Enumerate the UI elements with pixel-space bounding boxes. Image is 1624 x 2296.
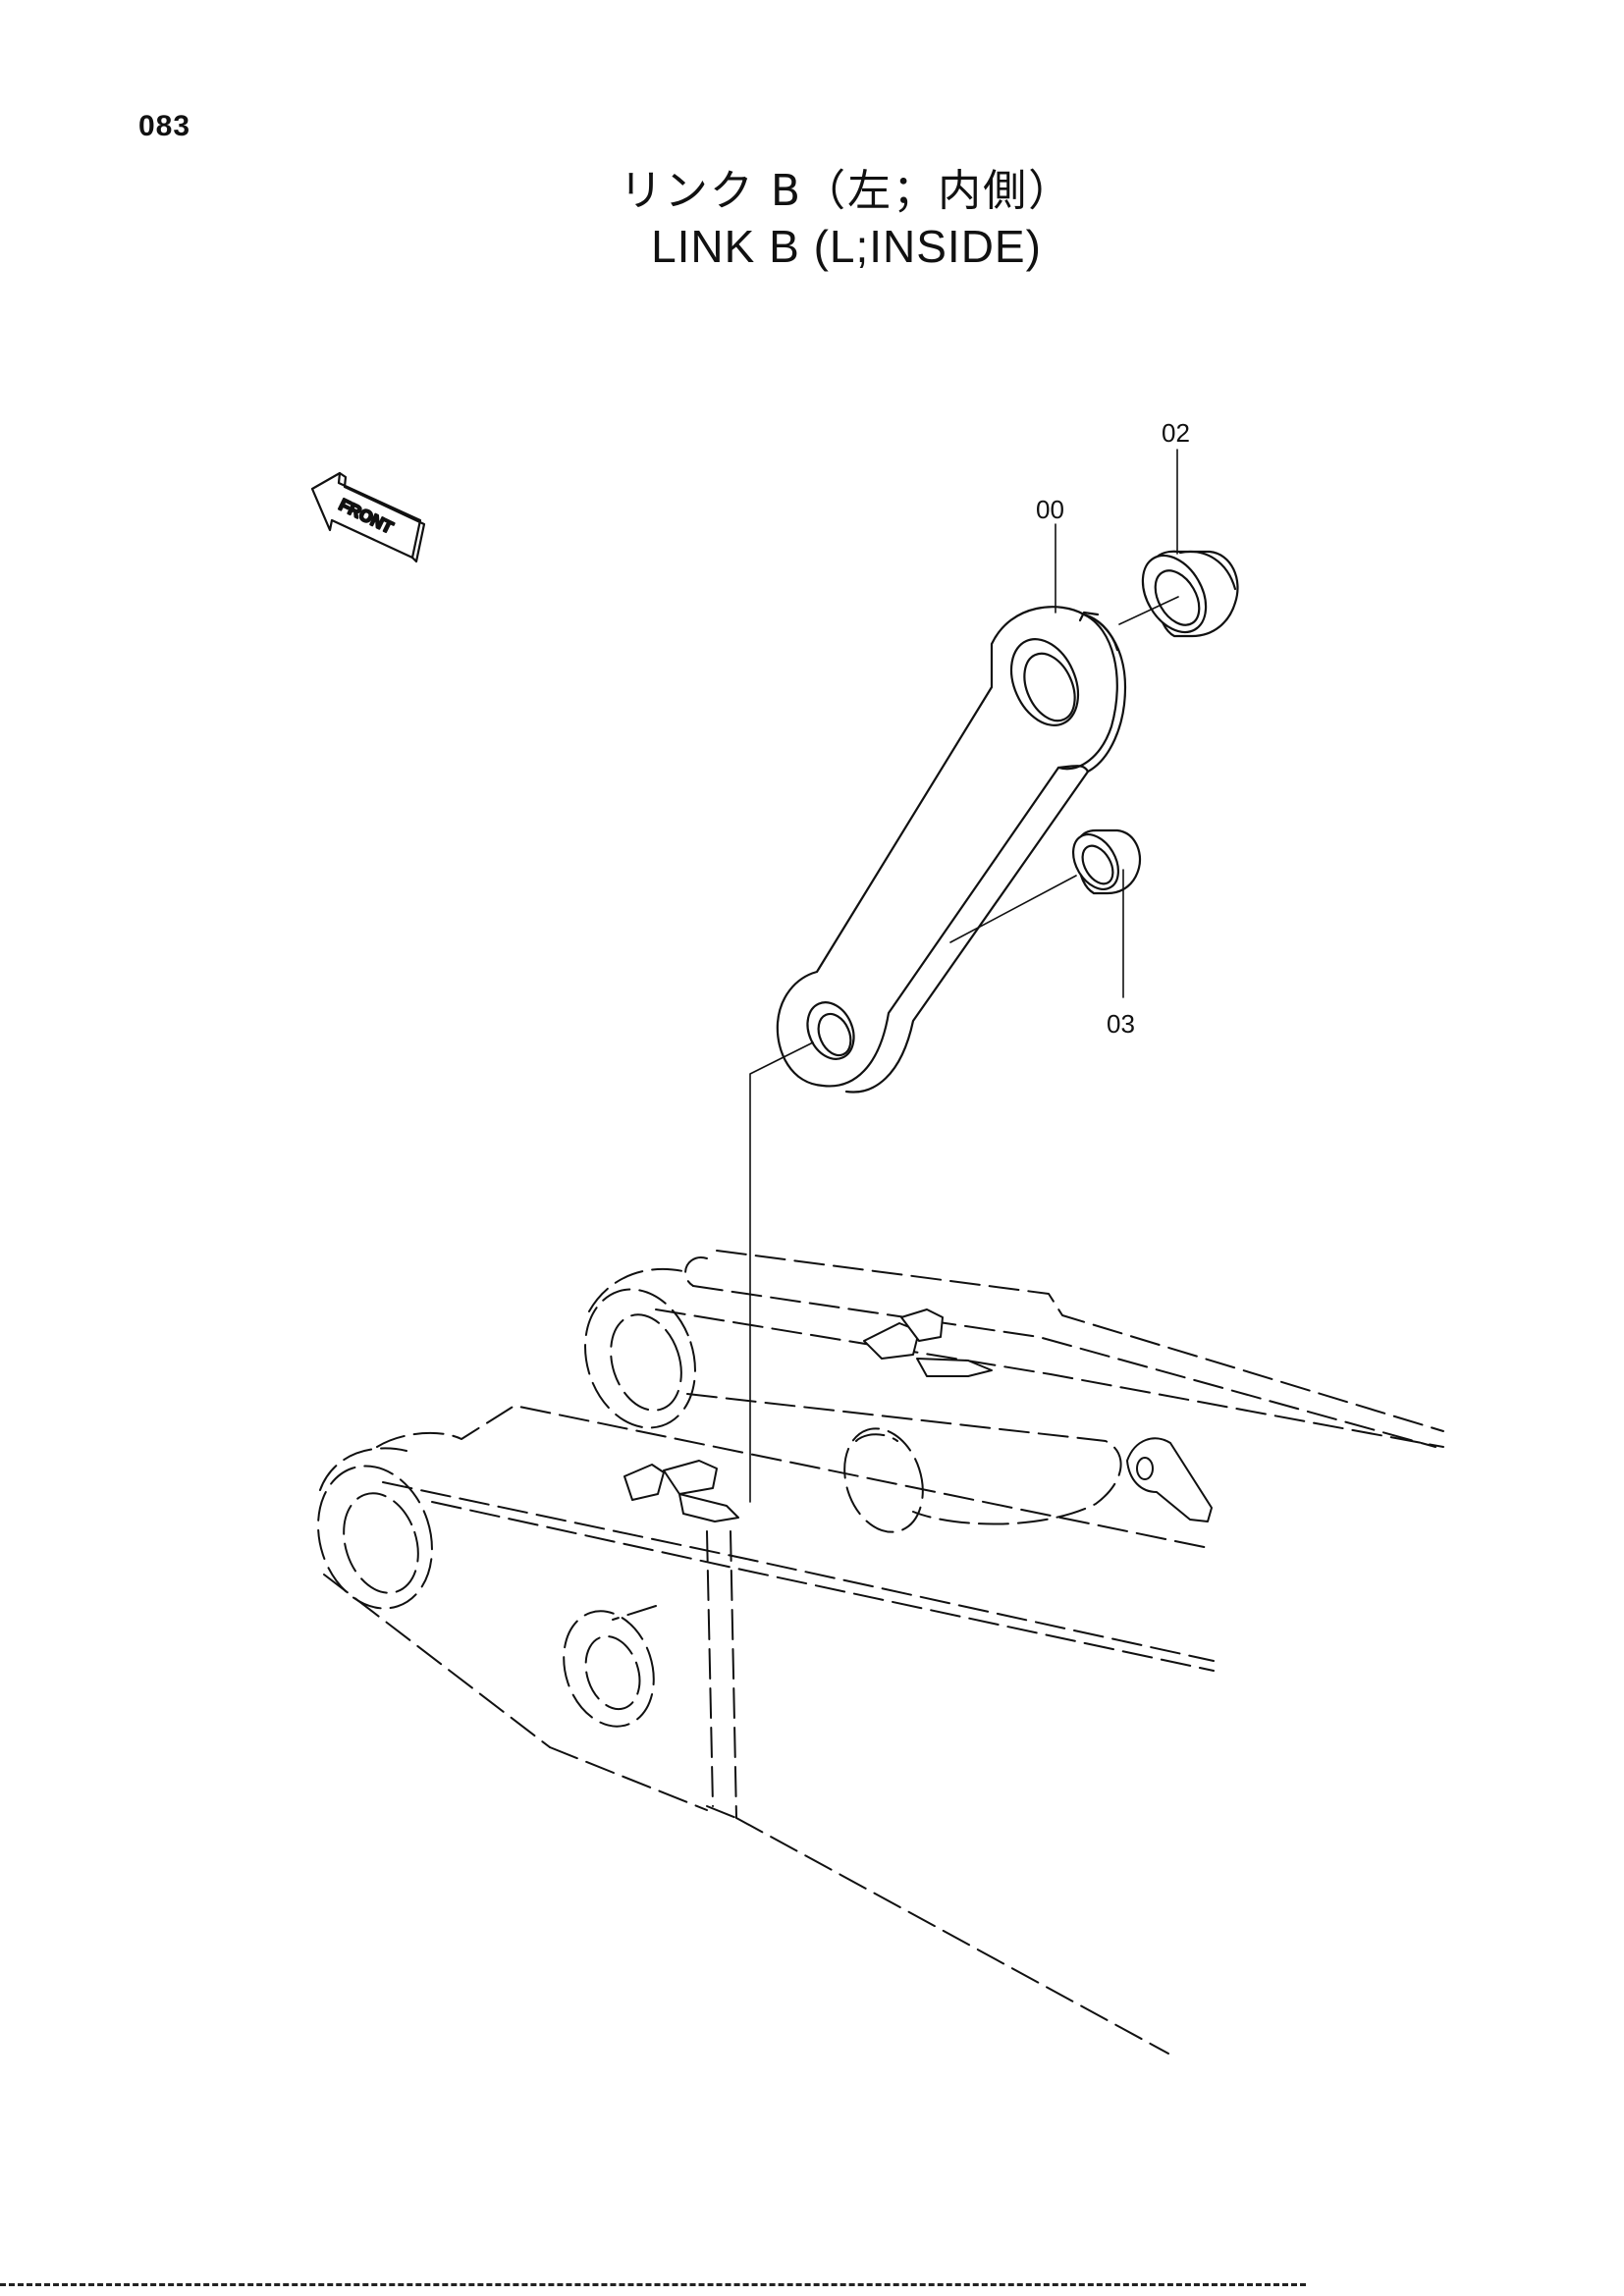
arm-bracket-details xyxy=(623,1308,1213,1522)
link-b-part xyxy=(776,606,1127,1094)
title-japanese: リンク B（左；内側） xyxy=(619,166,1074,216)
callout-02: 02 xyxy=(1162,418,1190,448)
bushing-03-part xyxy=(1071,828,1142,895)
callout-03: 03 xyxy=(1107,1009,1135,1039)
front-arrow-icon: FRONT xyxy=(310,471,426,563)
bottom-divider xyxy=(0,2283,1306,2286)
page-title: リンク B（左；内側） LINK B (L;INSIDE) xyxy=(0,165,1624,275)
page-number: 083 xyxy=(138,110,191,142)
bushing-02-part xyxy=(1141,550,1239,638)
bushing-02-assembly-line xyxy=(1118,596,1179,625)
bushing-03-assembly-line xyxy=(949,875,1077,943)
link-assembly-line xyxy=(749,1041,814,1503)
arm-phantom-outline xyxy=(317,1250,1444,2055)
callout-00: 00 xyxy=(1036,495,1064,524)
title-english: LINK B (L;INSIDE) xyxy=(651,221,1042,272)
